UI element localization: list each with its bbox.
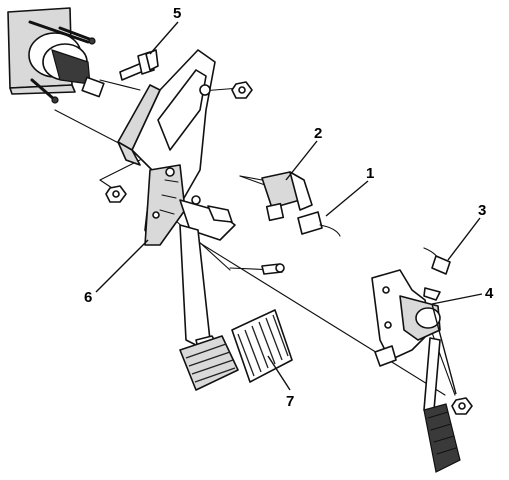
callout-2: 2	[314, 125, 323, 142]
callout-4: 4	[485, 285, 494, 302]
mounting-bolt	[119, 49, 159, 81]
callout-7: 7	[286, 393, 295, 410]
nut-upper	[231, 81, 253, 99]
brake-light-switch	[239, 171, 313, 222]
brake-booster-mount	[7, 7, 105, 104]
bolt-small	[261, 263, 285, 275]
sensor-connector	[423, 247, 451, 275]
callout-5: 5	[173, 5, 182, 22]
switch-connector	[297, 211, 341, 237]
callout-1: 1	[366, 165, 375, 182]
brake-pedal-bracket	[117, 49, 236, 246]
accelerator-pedal-assembly	[371, 269, 461, 473]
brake-pedal-pad-cover	[231, 309, 293, 383]
nut-lower	[451, 397, 473, 415]
brake-pedal-arm	[179, 224, 239, 391]
callout-3: 3	[478, 202, 487, 219]
callout-leaders	[95, 21, 483, 395]
callout-6: 6	[84, 289, 93, 306]
nut-left	[105, 185, 127, 203]
